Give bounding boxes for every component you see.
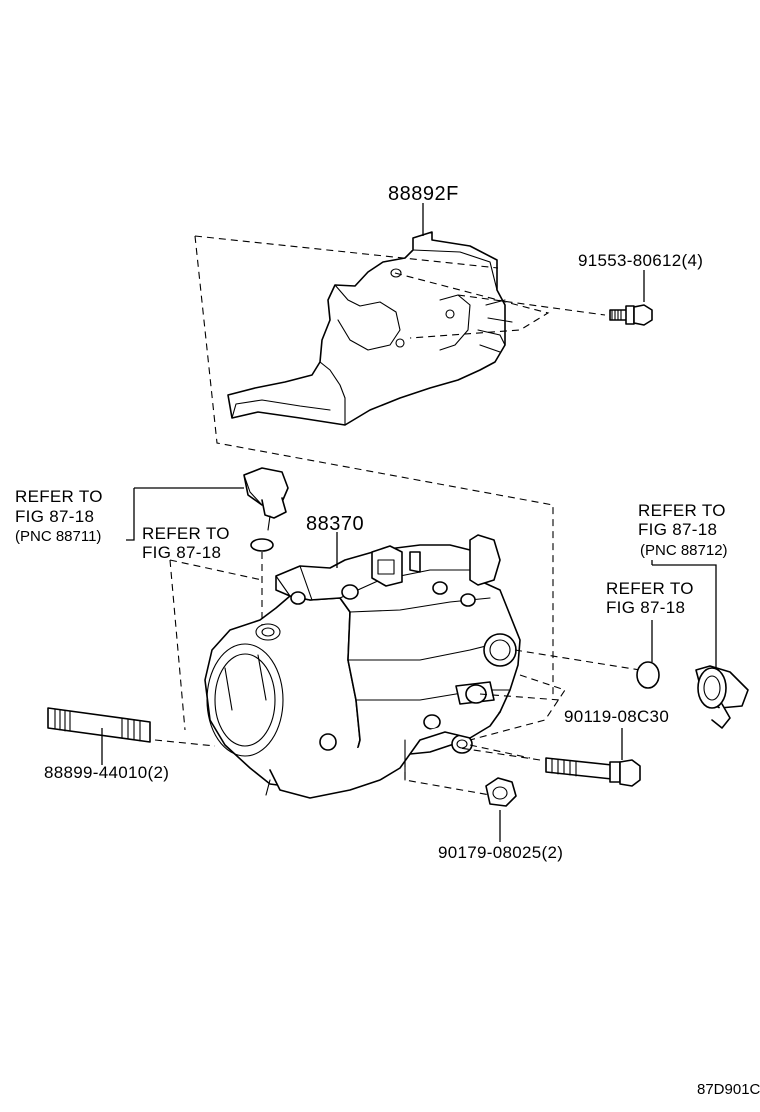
compressor-88370[interactable] — [204, 534, 521, 799]
label-bracket: 88892F — [388, 183, 459, 205]
stud-bolt-88899[interactable] — [47, 707, 151, 743]
discharge-hose-fitting[interactable] — [695, 665, 749, 729]
o-ring-left[interactable] — [250, 538, 274, 552]
refer-right-outer-line3: (PNC 88712) — [640, 542, 728, 559]
refer-left-outer-line2: FIG 87-18 — [15, 507, 94, 526]
refer-right-inner-line1: REFER TO — [606, 579, 694, 598]
refer-right-inner-line2: FIG 87-18 — [606, 598, 685, 617]
refer-left-inner-line1: REFER TO — [142, 524, 230, 543]
figure-code: 87D901C — [697, 1081, 760, 1098]
suction-hose-fitting[interactable] — [243, 467, 289, 531]
refer-left-outer-line1: REFER TO — [15, 487, 103, 506]
o-ring-right[interactable] — [636, 661, 660, 689]
label-compressor: 88370 — [306, 513, 364, 535]
label-bracket-bolt: 91553-80612(4) — [578, 251, 703, 270]
label-nut: 90179-08025(2) — [438, 843, 563, 862]
flange-bolt-90119[interactable] — [545, 757, 641, 787]
nut-90179[interactable] — [485, 777, 517, 807]
refer-right-outer-line1: REFER TO — [638, 501, 726, 520]
refer-left-inner-line2: FIG 87-18 — [142, 543, 221, 562]
label-stud-bolt: 88899-44010(2) — [44, 763, 169, 782]
label-flange-bolt: 90119-08C30 — [564, 707, 669, 726]
bracket-bolt-91553[interactable] — [609, 304, 653, 326]
refer-left-outer-line3: (PNC 88711) — [15, 528, 101, 545]
refer-right-outer-line2: FIG 87-18 — [638, 520, 717, 539]
bracket-88892f[interactable] — [227, 231, 513, 426]
